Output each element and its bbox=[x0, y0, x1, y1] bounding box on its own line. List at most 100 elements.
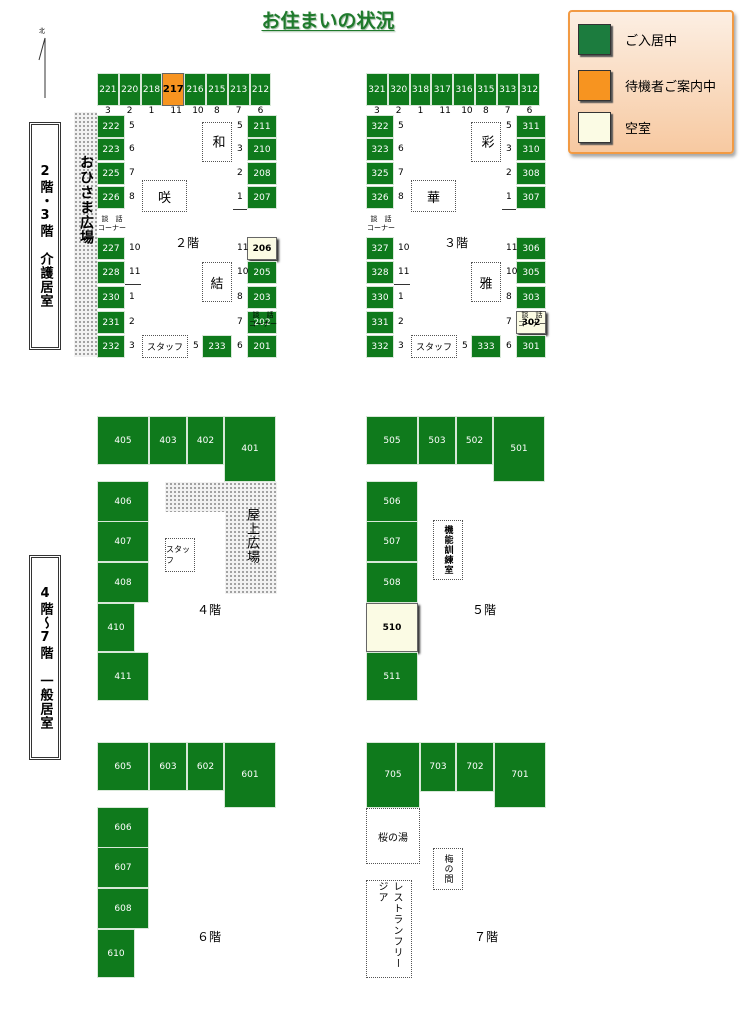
left-number: 5 bbox=[129, 121, 135, 131]
left-number: 1 bbox=[129, 292, 135, 302]
staff-room-4f: スタッフ bbox=[165, 538, 195, 572]
unit-結: 結 bbox=[202, 262, 232, 302]
room-601: 601 bbox=[224, 742, 276, 808]
right-number: 1 bbox=[506, 192, 512, 202]
bottom-number: 5 bbox=[462, 341, 468, 351]
room-307: 307 bbox=[516, 186, 546, 209]
room-221: 221 bbox=[97, 73, 119, 106]
room-315: 315 bbox=[475, 73, 497, 106]
left-number: 8 bbox=[398, 192, 404, 202]
room-610: 610 bbox=[97, 929, 135, 978]
right-number: 10 bbox=[506, 267, 518, 277]
legend: ご入居中 待機者ご案内中 空室 bbox=[568, 10, 734, 154]
top-number: 10 bbox=[461, 106, 473, 116]
room-510: 510 bbox=[366, 603, 418, 652]
top-number: 10 bbox=[192, 106, 204, 116]
room-602: 602 bbox=[187, 742, 224, 791]
legend-waiting-label: 待機者ご案内中 bbox=[625, 80, 717, 95]
room-232: 232 bbox=[97, 335, 125, 358]
room-305: 305 bbox=[516, 261, 546, 284]
room-608: 608 bbox=[97, 888, 149, 929]
left-number: 6 bbox=[398, 144, 404, 154]
room-405: 405 bbox=[97, 416, 149, 465]
room-230: 230 bbox=[97, 286, 125, 309]
right-number: 6 bbox=[506, 341, 512, 351]
room-322: 322 bbox=[366, 115, 394, 138]
room-503: 503 bbox=[418, 416, 456, 465]
floor-label-f5: ５階 bbox=[472, 603, 497, 617]
room-308: 308 bbox=[516, 162, 546, 185]
top-number: 3 bbox=[105, 106, 111, 116]
room-206: 206 bbox=[247, 237, 277, 260]
room-508: 508 bbox=[366, 562, 418, 603]
room-202: 202 bbox=[247, 311, 277, 334]
left-number: 3 bbox=[129, 341, 135, 351]
room-328: 328 bbox=[366, 261, 394, 284]
left-number: 11 bbox=[398, 267, 410, 277]
room-303: 303 bbox=[516, 286, 546, 309]
floor-label-f7: ７階 bbox=[474, 930, 499, 944]
room-407: 407 bbox=[97, 521, 149, 562]
top-number: 2 bbox=[395, 106, 402, 116]
room-410: 410 bbox=[97, 603, 135, 652]
left-number: 5 bbox=[398, 121, 404, 131]
left-number: 3 bbox=[398, 341, 404, 351]
floor-label-f4: ４階 bbox=[197, 603, 222, 617]
right-number: 5 bbox=[506, 121, 512, 131]
unit-雅: 雅 bbox=[471, 262, 501, 302]
left-number: 6 bbox=[129, 144, 135, 154]
room-317: 317 bbox=[431, 73, 454, 106]
top-number: 1 bbox=[148, 106, 155, 116]
wall-line bbox=[502, 209, 516, 210]
room-311: 311 bbox=[516, 115, 546, 138]
top-number: 1 bbox=[417, 106, 424, 116]
unit-和: 和 bbox=[202, 122, 232, 162]
room-205: 205 bbox=[247, 261, 277, 284]
rooftop-plaza bbox=[225, 482, 277, 594]
room-401: 401 bbox=[224, 416, 276, 482]
top-number: 6 bbox=[257, 106, 264, 116]
wall-line bbox=[125, 284, 141, 285]
unit-華: 華 bbox=[411, 180, 456, 212]
room-505: 505 bbox=[366, 416, 418, 465]
room-211: 211 bbox=[247, 115, 277, 138]
legend-occupied: ご入居中 bbox=[578, 24, 728, 55]
top-number: 2 bbox=[126, 106, 133, 116]
room-208: 208 bbox=[247, 162, 277, 185]
room-216: 216 bbox=[184, 73, 206, 106]
top-number: 11 bbox=[439, 106, 451, 116]
room-227: 227 bbox=[97, 237, 125, 260]
room-501: 501 bbox=[493, 416, 545, 482]
room-506: 506 bbox=[366, 481, 418, 522]
room-301: 301 bbox=[516, 335, 546, 358]
staff-room: スタッフ bbox=[411, 335, 457, 358]
restaurant: レストランフリージア bbox=[366, 880, 412, 978]
right-number: 6 bbox=[237, 341, 243, 351]
right-number: 10 bbox=[237, 267, 249, 277]
left-number: 2 bbox=[129, 317, 135, 327]
room-603: 603 bbox=[149, 742, 187, 791]
top-number: 6 bbox=[526, 106, 533, 116]
right-number: 2 bbox=[506, 168, 512, 178]
top-number: 7 bbox=[504, 106, 511, 116]
room-402: 402 bbox=[187, 416, 224, 465]
left-number: 10 bbox=[398, 243, 410, 253]
room-226: 226 bbox=[97, 186, 125, 209]
room-207: 207 bbox=[247, 186, 277, 209]
danwa-corner: 談 話コーナー bbox=[249, 311, 277, 328]
room-220: 220 bbox=[118, 73, 141, 106]
left-number: 1 bbox=[398, 292, 404, 302]
left-number: 11 bbox=[129, 267, 141, 277]
floor-label-f3: ３階 bbox=[444, 236, 469, 250]
room-310: 310 bbox=[516, 138, 546, 161]
room-223: 223 bbox=[97, 138, 125, 161]
legend-waiting: 待機者ご案内中 bbox=[578, 70, 728, 101]
top-number: 3 bbox=[374, 106, 380, 116]
room-511: 511 bbox=[366, 652, 418, 701]
room-332: 332 bbox=[366, 335, 394, 358]
room-330: 330 bbox=[366, 286, 394, 309]
room-312: 312 bbox=[518, 73, 541, 106]
room-203: 203 bbox=[247, 286, 277, 309]
room-201: 201 bbox=[247, 335, 277, 358]
right-number: 11 bbox=[506, 243, 518, 253]
